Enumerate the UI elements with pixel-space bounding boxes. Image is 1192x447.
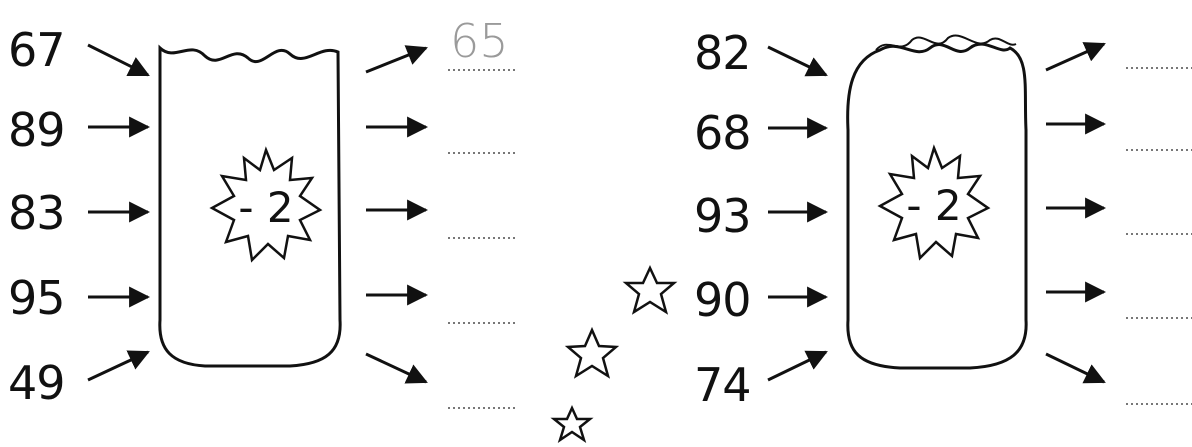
machine-2: - 2 bbox=[768, 35, 1192, 404]
input-number: 93 bbox=[694, 193, 751, 239]
input-number: 67 bbox=[8, 27, 65, 73]
input-arrow-1-5 bbox=[88, 352, 148, 380]
operation-label-2: - 2 bbox=[906, 181, 961, 230]
input-arrow-2-1 bbox=[768, 47, 826, 75]
input-arrow-1-1 bbox=[88, 45, 148, 75]
machine-1: - 2 bbox=[88, 45, 516, 408]
input-number: 68 bbox=[694, 110, 751, 156]
star-icon bbox=[626, 268, 674, 312]
star-icon bbox=[554, 408, 590, 440]
input-number: 82 bbox=[694, 30, 751, 76]
decorative-stars bbox=[554, 268, 674, 440]
input-number: 49 bbox=[8, 360, 65, 406]
output-arrow-1-1 bbox=[366, 48, 426, 72]
input-number: 83 bbox=[8, 190, 65, 236]
output-arrow-1-5 bbox=[366, 354, 426, 382]
star-icon bbox=[568, 330, 616, 376]
input-number: 89 bbox=[8, 107, 65, 153]
input-number: 90 bbox=[694, 277, 751, 323]
answer-value[interactable]: 65 bbox=[450, 18, 509, 64]
output-arrow-2-1 bbox=[1046, 44, 1104, 70]
input-number: 74 bbox=[694, 362, 751, 408]
output-arrow-2-5 bbox=[1046, 354, 1104, 382]
input-number: 95 bbox=[8, 275, 65, 321]
input-arrow-2-5 bbox=[768, 352, 826, 380]
operation-label-1: - 2 bbox=[238, 183, 293, 232]
